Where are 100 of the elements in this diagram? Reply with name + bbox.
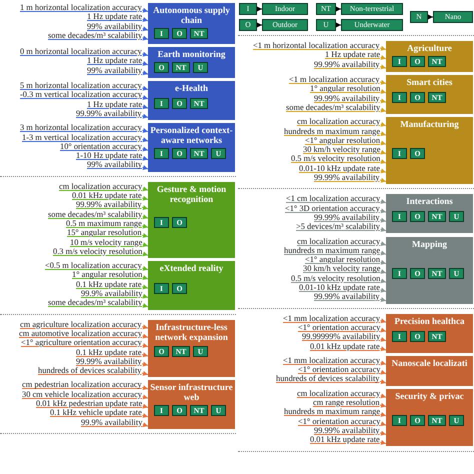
use-case-panel — [148, 380, 235, 429]
use-case-panel — [386, 117, 473, 184]
use-case-panel — [386, 75, 473, 114]
arrow — [142, 196, 148, 201]
requirement-label: 99.99% availability — [76, 356, 142, 366]
requirement-label: 99.99% availability — [314, 60, 380, 69]
arrow — [380, 218, 386, 223]
requirement-label: hundreds of devices scalability — [276, 374, 380, 384]
arrow — [380, 46, 386, 51]
arrow — [142, 266, 148, 271]
arrow — [142, 252, 148, 256]
requirement-label: cm agriculture localization accuracy — [20, 320, 142, 329]
use-case-panel — [386, 41, 473, 72]
arrow — [142, 394, 148, 400]
arrow — [380, 430, 386, 436]
requirement-label: 99.9% availability — [81, 289, 142, 298]
requirement-label: 99.99% availability — [76, 108, 142, 118]
arrow — [142, 214, 148, 220]
arrow — [380, 159, 386, 164]
requirement-label: <1 mm localization accuracy — [283, 314, 380, 323]
requirement-label: cm automotive localization accuracy — [19, 328, 142, 338]
arrow — [380, 346, 386, 352]
arrow — [142, 242, 148, 247]
arrow — [142, 294, 148, 298]
arrow — [142, 342, 148, 348]
requirement-label: 0.5 m maximum range — [66, 218, 142, 228]
requirement-label: <1° 3D orientation accuracy — [285, 204, 380, 213]
panel-title: Precision healthca — [393, 316, 466, 326]
requirement-label: -0.3 m vertical localization accuracy — [20, 90, 142, 100]
requirement-label: 30 km/h velocity range — [303, 145, 380, 154]
arrow — [380, 421, 386, 426]
panel-title: eXtended reality — [158, 263, 224, 274]
panel-title: Security & privac — [394, 390, 465, 401]
requirement-label: <1 m localization accuracy — [289, 75, 380, 84]
arrow — [380, 98, 386, 104]
requirement-label: 1-10 Hz update rate — [76, 151, 142, 160]
requirement-label: 99.99% availability — [314, 173, 380, 182]
arrow — [142, 324, 148, 330]
arrow — [142, 233, 148, 238]
use-case-panel — [148, 123, 235, 172]
requirement-label: hundreds m maximum range — [284, 246, 380, 255]
requirement-label: 1 Hz update rate — [87, 56, 142, 66]
requirement-label: 0.01 kHz update rate — [310, 342, 380, 350]
use-case-panel — [148, 81, 235, 120]
use-case-panel — [386, 314, 473, 353]
requirement-label: 0.01-10 kHz update rate — [299, 283, 380, 292]
arrow — [380, 297, 386, 302]
requirement-label: 5 m horizontal localization accuracy — [20, 81, 142, 90]
arrow — [142, 413, 148, 418]
requirement-label: <0.5 m localization accuracy — [45, 261, 142, 270]
arrow — [142, 385, 148, 390]
arrow — [142, 362, 148, 366]
panel-title: Infrastructure-less network expansion — [154, 322, 229, 342]
requirement-label: 99.9% availability — [81, 418, 142, 427]
arrow — [380, 122, 386, 127]
requirement-label: 99.99999% availability — [302, 332, 380, 342]
requirement-label: 99.99% availability — [314, 212, 380, 222]
use-case-panel — [386, 236, 473, 304]
panel-title: Agriculture — [406, 43, 453, 53]
arrow — [380, 89, 386, 94]
requirement-label: 0.01 kHz update rate — [310, 435, 380, 444]
arrow — [142, 52, 148, 57]
panel-title: Mapping — [410, 238, 448, 248]
arrow — [380, 278, 386, 284]
arrow — [142, 156, 148, 161]
requirement-label: 1 Hz update rate — [87, 12, 142, 22]
requirement-label: 99.99% availability — [76, 200, 142, 210]
requirement-label: <1° orientation accuracy — [298, 416, 380, 426]
arrow — [142, 422, 148, 428]
arrow — [380, 199, 386, 204]
requirement-label: some decades/m³ scalability — [48, 210, 142, 219]
arrow — [380, 64, 386, 70]
requirement-label: cm range resolution — [313, 398, 380, 407]
arrow — [380, 328, 386, 332]
arrow — [380, 80, 386, 85]
arrow — [428, 14, 434, 20]
requirement-label: <1° orientation accuracy — [298, 322, 380, 332]
requirement-label: 99.99% availability — [314, 292, 380, 302]
requirement-label: cm localization accuracy — [297, 117, 380, 126]
requirement-label: 0.1 kHz vehicle update rate — [50, 408, 142, 418]
arrow — [142, 284, 148, 290]
arrow — [380, 288, 386, 293]
requirement-label: some decades/m³ scalability — [48, 298, 142, 308]
panel-title: Personalized context-aware networks — [150, 125, 233, 146]
requirement-label: >5 devices/m³ scalability — [296, 222, 380, 232]
requirement-label: 10° orientation accuracy — [60, 142, 142, 151]
requirement-label: <1 m horizontal localization accuracy — [253, 41, 380, 50]
arrow — [380, 108, 386, 112]
arrow — [142, 224, 148, 229]
arrow — [142, 36, 148, 40]
arrow — [380, 178, 386, 183]
arrow — [380, 150, 386, 155]
requirement-label: 99.99% availability — [314, 94, 380, 103]
use-case-panel — [148, 47, 235, 78]
use-case-panel — [148, 320, 235, 378]
arrow — [142, 86, 148, 91]
requirement-label: <1° angular resolution — [305, 255, 380, 264]
panel-title: Nanoscale localizati — [390, 358, 468, 368]
requirement-label: 1 Hz update rate — [325, 50, 380, 60]
requirement-label: 0.01 kHz pedestrian update rate — [36, 399, 142, 408]
